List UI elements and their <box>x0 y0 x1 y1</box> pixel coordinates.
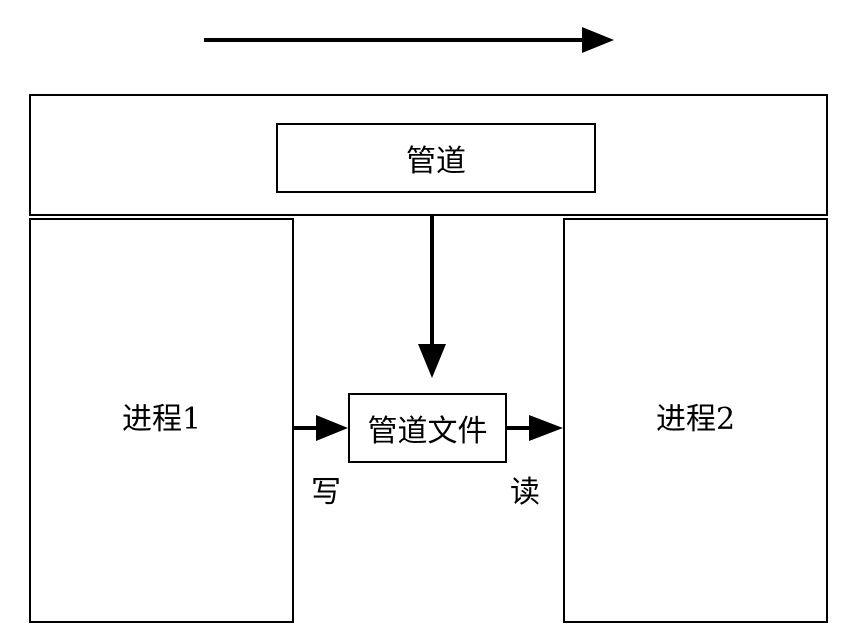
process2-label: 进程2 <box>655 401 736 437</box>
write-label: 写 <box>311 475 341 510</box>
process2-node: 进程2 <box>563 218 828 623</box>
process1-label: 进程1 <box>121 401 202 437</box>
write-arrow <box>294 415 348 441</box>
pipe-file-node: 管道文件 <box>348 393 507 463</box>
read-arrow <box>507 415 563 441</box>
process1-node: 进程1 <box>29 218 294 623</box>
pipe-to-file-arrow <box>418 193 446 378</box>
pipe-node: 管道 <box>276 123 596 193</box>
read-label: 读 <box>510 475 540 510</box>
pipe-label: 管道 <box>406 144 466 179</box>
pipe-file-label: 管道文件 <box>367 414 488 449</box>
direction-arrow <box>204 27 614 53</box>
